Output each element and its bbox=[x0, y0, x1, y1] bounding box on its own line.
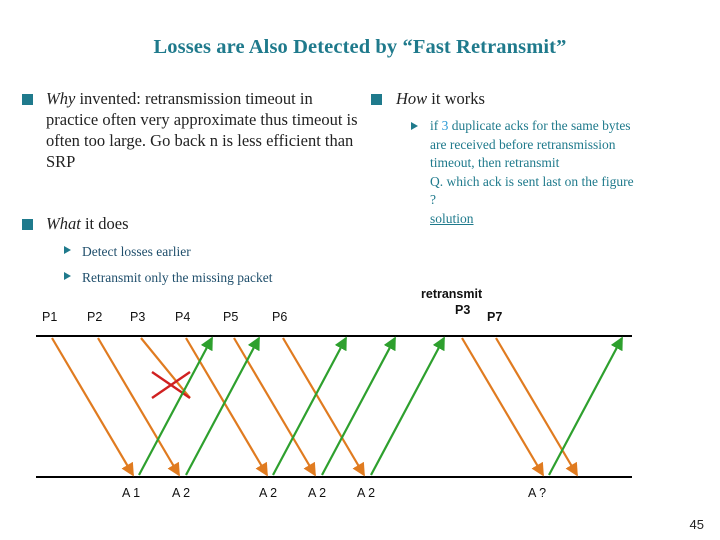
bullet-square-why bbox=[22, 94, 33, 105]
packet-arrow-p6 bbox=[282, 337, 365, 477]
packet-label-retransmit-p3: P3 bbox=[455, 303, 471, 317]
right-detail-line-5: ? bbox=[430, 192, 436, 207]
left-item-what-text: it does bbox=[80, 214, 129, 233]
right-detail-line-3: timeout, then retransmit bbox=[430, 155, 560, 170]
bullet-triangle-retransmit bbox=[64, 272, 71, 280]
packet-label-p3: P3 bbox=[130, 310, 146, 324]
highlight-number-3: 3 bbox=[441, 118, 449, 133]
ack-label-5: A 2 bbox=[357, 486, 376, 500]
solution-link[interactable]: solution bbox=[430, 210, 474, 226]
packet-label-p6: P6 bbox=[272, 310, 288, 324]
packet-arrow-p7 bbox=[495, 337, 578, 477]
packet-label-p5: P5 bbox=[223, 310, 239, 324]
packet-label-p2: P2 bbox=[87, 310, 103, 324]
right-detail-line-1: if 3 duplicate acks for the same bytes bbox=[430, 118, 631, 133]
packet-label-p4: P4 bbox=[175, 310, 191, 324]
left-item-why-text: invented: retransmission timeout in prac… bbox=[46, 89, 358, 171]
ack-arrow-a-unknown bbox=[548, 336, 623, 476]
loss-x-stroke-1 bbox=[151, 371, 191, 399]
right-heading-text: it works bbox=[427, 89, 485, 108]
left-subitem-retransmit: Retransmit only the missing packet bbox=[82, 270, 273, 285]
left-item-why-lead: Why bbox=[46, 89, 76, 108]
ack-arrow-a2-dup1 bbox=[272, 336, 347, 476]
right-detail-block: if 3 duplicate acks for the same bytes a… bbox=[430, 117, 715, 228]
ack-arrow-a2-dup3 bbox=[370, 336, 445, 476]
right-detail-line-1-rest: duplicate acks for the same bytes bbox=[451, 118, 631, 133]
packet-arrow-p5 bbox=[233, 337, 316, 477]
left-item-why: Why invented: retransmission timeout in … bbox=[46, 88, 364, 172]
ack-label-2: A 2 bbox=[172, 486, 191, 500]
right-heading-lead: How bbox=[396, 89, 428, 108]
right-detail-line-2: are received before retransmission bbox=[430, 136, 616, 152]
bullet-triangle-detect bbox=[64, 246, 71, 254]
bullet-triangle-how-detail bbox=[411, 122, 418, 130]
right-detail-line-4: Q. which ack is sent last on the figure bbox=[430, 173, 634, 189]
packet-arrow-p3-lost bbox=[140, 337, 191, 399]
left-subitem-detect: Detect losses earlier bbox=[82, 244, 191, 259]
retransmit-caption: retransmit bbox=[421, 287, 483, 301]
page-number: 45 bbox=[689, 517, 704, 532]
ack-label-6: A ? bbox=[528, 486, 547, 500]
packet-arrow-retransmit-p3 bbox=[461, 337, 544, 477]
bullet-square-what bbox=[22, 219, 33, 230]
loss-x-stroke-2 bbox=[151, 371, 191, 399]
packet-arrow-p1 bbox=[51, 337, 134, 477]
ack-label-4: A 2 bbox=[308, 486, 327, 500]
left-item-what-lead: What bbox=[46, 214, 81, 233]
packet-label-p1: P1 bbox=[42, 310, 58, 324]
packet-arrow-p4 bbox=[185, 337, 268, 477]
packet-label-p7: P7 bbox=[487, 310, 503, 324]
ack-label-1: A 1 bbox=[122, 486, 141, 500]
packet-arrow-p2 bbox=[97, 337, 180, 477]
right-heading: How it works bbox=[396, 88, 696, 109]
bullet-square-how bbox=[371, 94, 382, 105]
page-title: Losses are Also Detected by “Fast Retran… bbox=[153, 36, 567, 58]
ack-label-3: A 2 bbox=[259, 486, 278, 500]
ack-arrow-a2-first bbox=[185, 336, 260, 476]
left-item-what: What it does bbox=[46, 213, 364, 234]
ack-arrow-a1 bbox=[138, 336, 213, 476]
ack-arrow-a2-dup2 bbox=[321, 336, 396, 476]
